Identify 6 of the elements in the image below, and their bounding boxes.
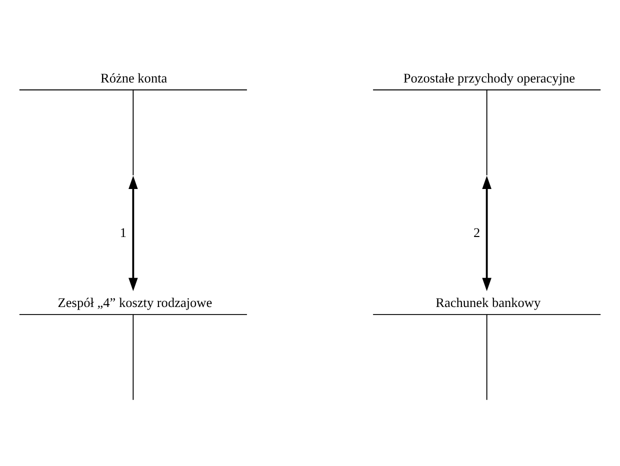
edge-label: 2 — [474, 224, 480, 240]
node-text: Pozostałe przychody operacyjne — [403, 70, 576, 85]
node-text: Zespół „4” koszty rodzajowe — [58, 294, 212, 310]
edge-label: 1 — [120, 224, 127, 240]
node-text: Różne konta — [100, 70, 168, 85]
node-text: Rachunek bankowy — [436, 294, 541, 310]
